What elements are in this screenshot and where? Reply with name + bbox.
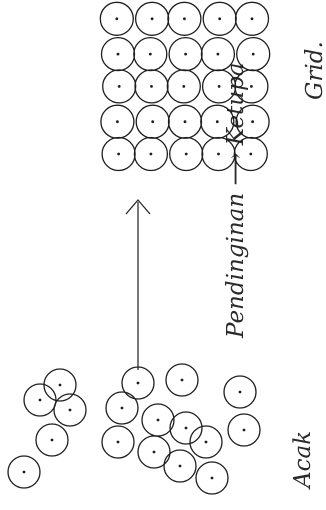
grid-particle: [169, 105, 202, 138]
label-cooling-to-lattice: Pendinginan ⟶ Ketupa: [223, 63, 249, 339]
grid-particle: [135, 70, 168, 103]
grid-particle: [103, 70, 136, 103]
random-particle: [54, 394, 86, 426]
grid-particle: [134, 138, 167, 171]
random-particle: [24, 384, 56, 416]
grid-particle: [134, 38, 167, 71]
random-particle: [8, 456, 40, 488]
grid-particle: [101, 105, 134, 138]
random-particle: [142, 404, 174, 436]
random-particle: [196, 462, 228, 494]
random-particle: [44, 369, 76, 401]
grid-particle: [170, 138, 203, 171]
grid-particle: [201, 38, 234, 71]
random-particle: [106, 392, 138, 424]
grid-particle: [136, 2, 169, 35]
grid-particle: [203, 2, 236, 35]
grid-particle: [237, 38, 270, 71]
random-particle-cluster: [8, 364, 260, 494]
random-particle: [164, 450, 196, 482]
random-particle: [228, 414, 260, 446]
random-particle: [224, 376, 256, 408]
grid-particle: [102, 138, 135, 171]
grid-particle: [236, 2, 269, 35]
label-random: Acak: [290, 431, 316, 490]
grid-particle: [167, 70, 200, 103]
random-particle: [138, 436, 170, 468]
random-particle: [36, 424, 68, 456]
random-particle: [122, 367, 154, 399]
grid-particle: [100, 2, 133, 35]
random-particle: [102, 426, 134, 458]
grid-particle: [102, 38, 135, 71]
random-particle: [166, 364, 198, 396]
grid-particle: [169, 38, 202, 71]
up-arrow: [126, 200, 150, 370]
grid-particle: [136, 105, 169, 138]
label-grid: Grid.: [302, 41, 326, 100]
grid-particle: [168, 2, 201, 35]
